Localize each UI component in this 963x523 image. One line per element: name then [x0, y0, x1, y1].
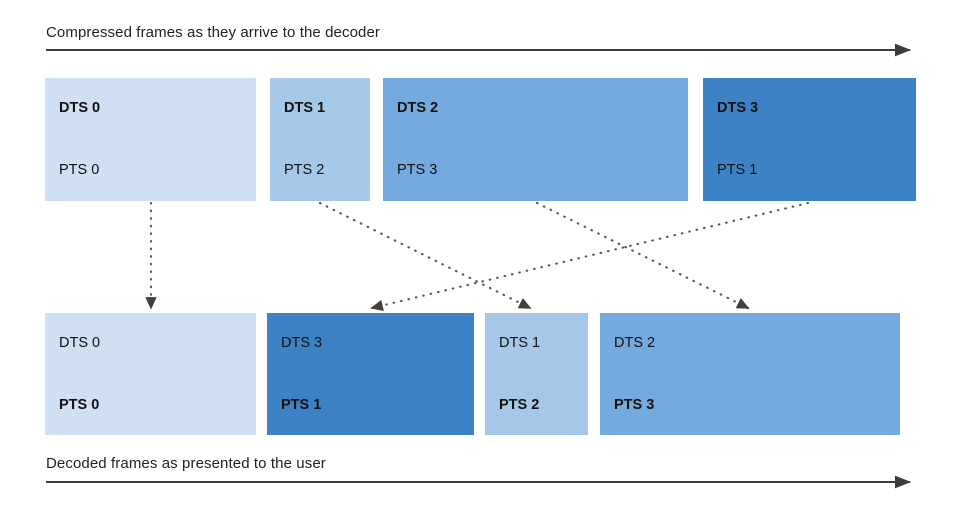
dts-label: DTS 2	[397, 100, 439, 116]
pts-label: PTS 0	[59, 162, 100, 178]
frame-box-bottom-1: DTS 3 PTS 1	[267, 313, 474, 435]
top-caption: Compressed frames as they arrive to the …	[46, 24, 381, 41]
frame-box-top-1: DTS 1 PTS 2	[270, 78, 370, 201]
frame-box-top-2: DTS 2 PTS 3	[383, 78, 688, 201]
frame-box-top-0: DTS 0 PTS 0	[45, 78, 256, 201]
dts-label: DTS 3	[281, 335, 323, 351]
pts-label: PTS 2	[499, 397, 540, 413]
connector-dts3-to-pts1	[370, 201, 810, 311]
frame-box-bottom-3: DTS 2 PTS 3	[600, 313, 900, 435]
pts-label: PTS 2	[284, 162, 325, 178]
frame-box-bottom-2: DTS 1 PTS 2	[485, 313, 588, 435]
dts-label: DTS 0	[59, 335, 101, 351]
dts-label: DTS 1	[499, 335, 541, 351]
pts-label: PTS 0	[59, 397, 100, 413]
pts-label: PTS 1	[281, 397, 322, 413]
bottom-caption: Decoded frames as presented to the user	[46, 455, 326, 472]
dts-label: DTS 3	[717, 100, 759, 116]
pts-label: PTS 1	[717, 162, 758, 178]
frame-box-top-3: DTS 3 PTS 1	[703, 78, 916, 201]
connector-dts1-to-pts2	[318, 201, 532, 310]
frame-box-bottom-0: DTS 0 PTS 0	[45, 313, 256, 435]
dts-label: DTS 0	[59, 100, 101, 116]
dts-label: DTS 2	[614, 335, 656, 351]
dts-label: DTS 1	[284, 100, 326, 116]
pts-label: PTS 3	[397, 162, 438, 178]
pts-label: PTS 3	[614, 397, 655, 413]
connector-dts2-to-pts3	[535, 201, 750, 310]
